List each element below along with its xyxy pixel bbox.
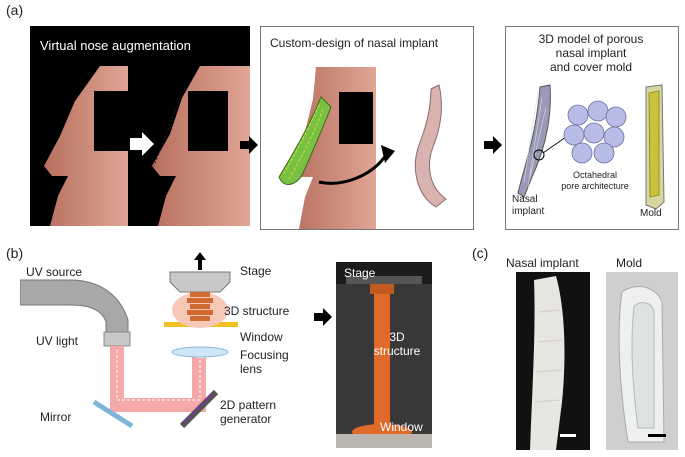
nasal-implant-label-c: Nasal implant xyxy=(506,256,579,270)
focusing-lens-label: Focusing lens xyxy=(240,348,289,376)
panel-a-label: (a) xyxy=(6,2,24,18)
model-box xyxy=(505,26,679,230)
window-label: Window xyxy=(240,330,283,344)
model-title-line-1: 3D model of porous xyxy=(538,32,644,46)
virtual-augmentation-title: Virtual nose augmentation xyxy=(40,38,191,53)
nasal-implant-label-a: Nasal implant xyxy=(512,194,544,218)
photo-structure-line-1: 3D xyxy=(389,330,405,344)
photo-window-label: Window xyxy=(380,420,423,434)
stage-label: Stage xyxy=(240,264,272,278)
mold-label-c: Mold xyxy=(616,256,643,270)
custom-design-title: Custom-design of nasal implant xyxy=(270,36,439,50)
focusing-line-1: Focusing xyxy=(240,348,289,362)
photo-structure-label: 3D structure xyxy=(372,330,422,358)
uv-light-label: UV light xyxy=(36,334,79,348)
mirror-label: Mirror xyxy=(40,410,72,424)
nasal-implant-photo xyxy=(516,272,590,450)
photo-stage-label: Stage xyxy=(344,266,376,280)
face-profiles xyxy=(44,66,250,226)
dlp-printer-schematic xyxy=(20,252,238,429)
model-title-line-2: nasal implant xyxy=(555,46,627,60)
nasal-line-1: Nasal xyxy=(512,194,538,205)
panel-b-label: (b) xyxy=(6,245,24,261)
model-title-line-3: and cover mold xyxy=(549,60,633,74)
nasal-line-2: implant xyxy=(512,206,545,217)
printer-photo-drawing xyxy=(336,262,432,448)
uv-source-label: UV source xyxy=(26,265,83,279)
focusing-line-2: lens xyxy=(240,362,263,376)
pattern-line-1: 2D pattern xyxy=(220,398,277,412)
model-illustration xyxy=(517,84,665,210)
mold-label-a: Mold xyxy=(640,208,662,219)
octahedral-label: Octahedral pore architecture xyxy=(555,170,635,192)
pattern-generator-label: 2D pattern generator xyxy=(220,398,276,426)
nasal-implant-photo-drawing xyxy=(530,276,576,450)
pattern-line-2: generator xyxy=(220,412,272,426)
arrow-icon xyxy=(484,136,502,154)
mold-photo xyxy=(606,272,678,450)
arrow-icon xyxy=(314,308,332,326)
arrow-icon xyxy=(240,136,258,154)
printer-photo xyxy=(336,262,432,448)
model-title: 3D model of porous nasal implant and cov… xyxy=(505,32,677,74)
octahedral-line-1: Octahedral xyxy=(572,170,618,180)
mold-photo-drawing xyxy=(606,272,678,450)
virtual-augmentation-photo xyxy=(30,26,250,226)
custom-design-illustration xyxy=(278,67,447,229)
panel-c-label: (c) xyxy=(472,245,489,261)
photo-structure-line-2: structure xyxy=(373,344,421,358)
custom-design-box xyxy=(260,26,474,230)
octahedral-line-2: pore architecture xyxy=(561,181,629,191)
structure-label: 3D structure xyxy=(224,304,290,318)
